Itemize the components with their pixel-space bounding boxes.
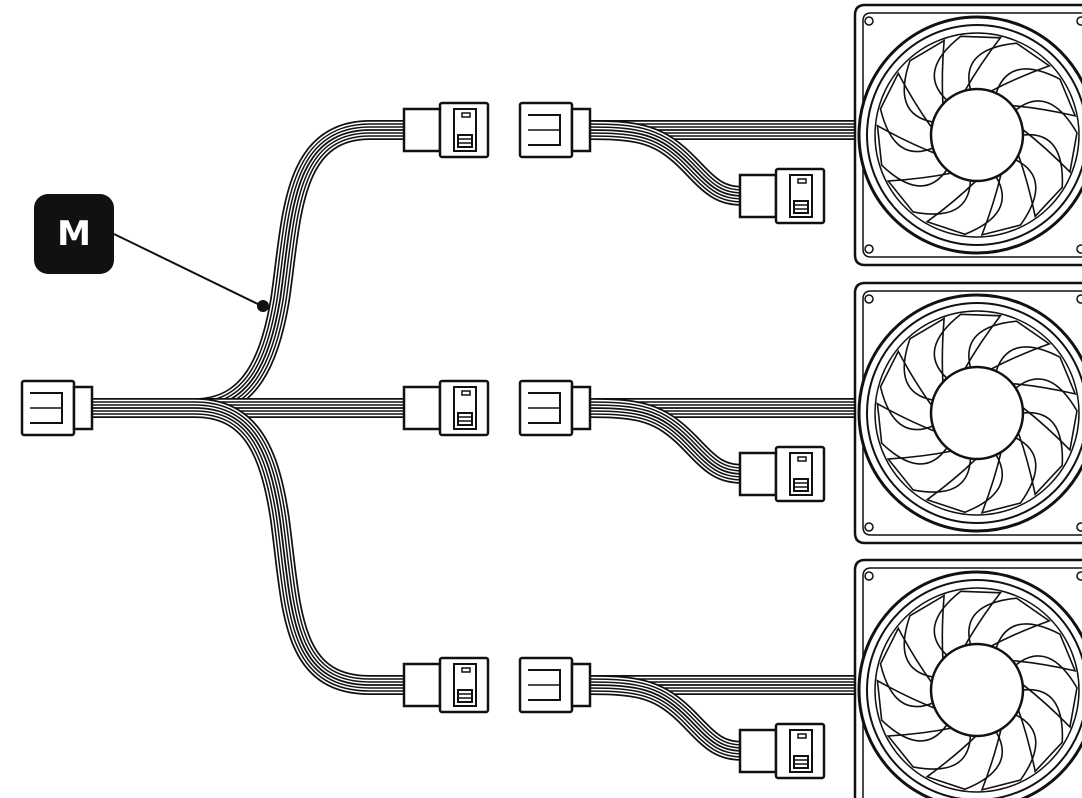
fan-icon-3 — [853, 558, 1082, 798]
pass-through-socket-icon-2 — [738, 445, 826, 503]
callout-dot — [257, 300, 269, 312]
branch-socket-icon-3 — [402, 656, 490, 714]
callout-badge: M — [34, 194, 114, 274]
fan-pass-cable-3 — [587, 675, 746, 761]
fans-group — [853, 3, 1082, 798]
branch-socket-icon-1 — [402, 101, 490, 159]
branch-cable-top — [194, 120, 404, 418]
main-plug-icon — [20, 379, 94, 437]
fan-pass-cable-1 — [587, 120, 746, 206]
fan-icon-2 — [853, 281, 1082, 545]
pass-through-socket-icon-3 — [738, 722, 826, 780]
callout-label: M — [57, 214, 91, 254]
callout-leader-line — [113, 233, 263, 307]
branch-socket-icon-2 — [402, 379, 490, 437]
fan-pass-cable-2 — [587, 398, 746, 484]
splitter-cable — [90, 120, 860, 761]
branch-cable-bottom — [194, 398, 404, 695]
fan-plug-icon-1 — [518, 101, 592, 159]
fan-icon-1 — [853, 3, 1082, 267]
fan-plug-icon-3 — [518, 656, 592, 714]
pass-through-socket-icon-1 — [738, 167, 826, 225]
fan-plug-icon-2 — [518, 379, 592, 437]
